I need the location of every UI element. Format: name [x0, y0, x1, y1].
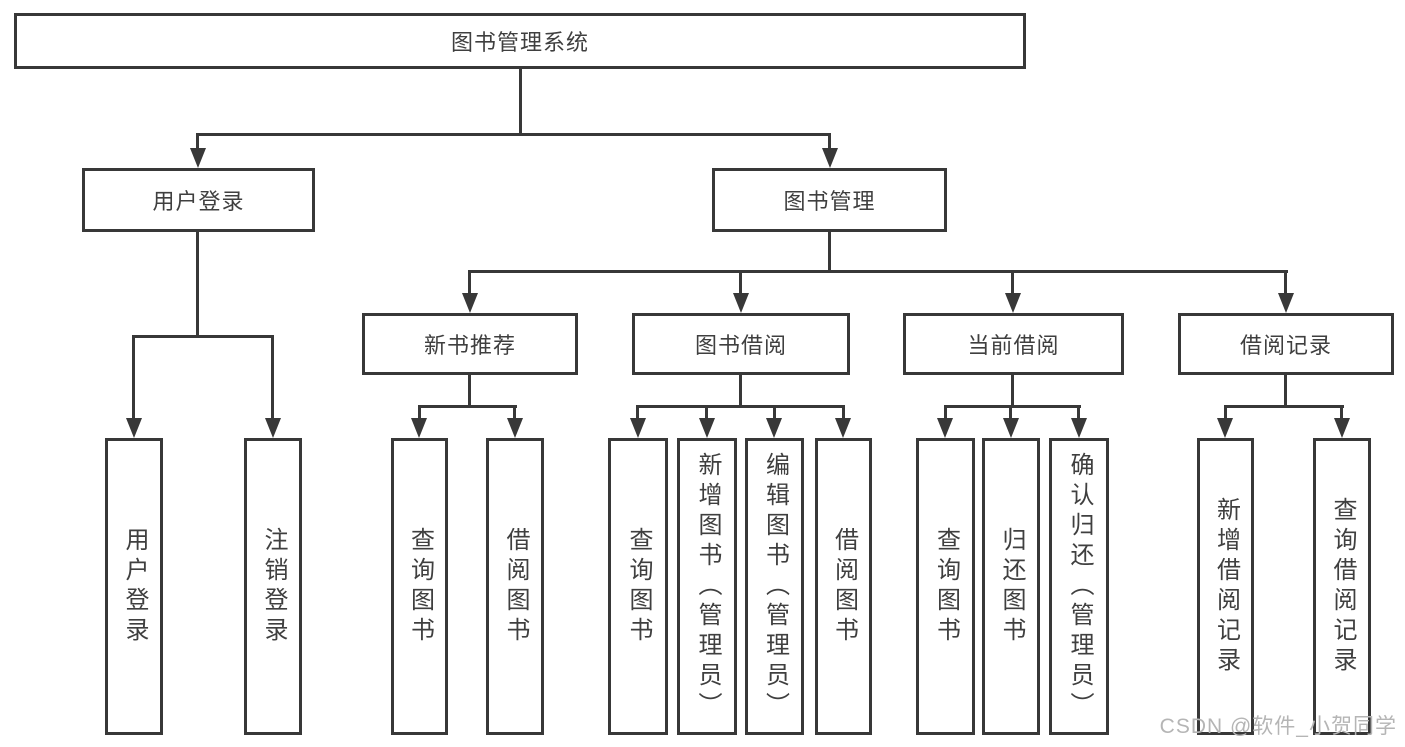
connector-line — [773, 405, 776, 420]
leaf-borrow-query-book: 查询图书 — [608, 438, 668, 735]
leaf-confirm-return-admin-label: 确认归还（管理员） — [1066, 451, 1093, 722]
connector-line — [132, 335, 274, 338]
arrow-down-icon — [1005, 293, 1021, 313]
connector-line — [418, 405, 421, 420]
connector-line — [636, 405, 639, 420]
node-user-login-label: 用户登录 — [152, 189, 245, 214]
connector-line — [739, 375, 742, 405]
arrow-down-icon — [265, 418, 281, 438]
leaf-edit-book-admin-label: 编辑图书（管理员） — [761, 451, 789, 722]
connector-line — [1284, 270, 1287, 295]
connector-line — [418, 405, 517, 408]
node-borrow-record: 借阅记录 — [1178, 313, 1394, 375]
leaf-add-book-admin: 新增图书（管理员） — [677, 438, 737, 735]
connector-line — [739, 270, 742, 295]
connector-line — [1009, 405, 1012, 420]
leaf-recommend-borrow-book-label: 借阅图书 — [502, 526, 529, 647]
connector-line — [828, 232, 831, 270]
connector-line — [468, 270, 1288, 273]
leaf-borrow-book-label: 借阅图书 — [830, 526, 858, 647]
node-book-borrow: 图书借阅 — [632, 313, 850, 375]
connector-line — [468, 270, 471, 295]
arrow-down-icon — [190, 148, 206, 168]
arrow-down-icon — [507, 418, 523, 438]
node-current-borrow-label: 当前借阅 — [967, 333, 1060, 358]
leaf-edit-book-admin: 编辑图书（管理员） — [745, 438, 804, 735]
connector-line — [1284, 375, 1287, 405]
arrow-down-icon — [630, 418, 646, 438]
leaf-recommend-query-book: 查询图书 — [391, 438, 448, 735]
connector-line — [196, 232, 199, 335]
leaf-confirm-return-admin: 确认归还（管理员） — [1049, 438, 1109, 735]
node-new-book-recommend-label: 新书推荐 — [423, 333, 516, 358]
connector-line — [271, 335, 274, 420]
leaf-add-borrow-record: 新增借阅记录 — [1197, 438, 1254, 735]
leaf-logout-label: 注销登录 — [260, 526, 287, 647]
connector-line — [842, 405, 845, 420]
leaf-logout: 注销登录 — [244, 438, 302, 735]
leaf-add-borrow-record-label: 新增借阅记录 — [1212, 496, 1240, 677]
node-book-borrow-label: 图书借阅 — [694, 333, 787, 358]
connector-line — [828, 133, 831, 152]
connector-line — [1011, 375, 1014, 405]
connector-line — [1340, 405, 1343, 420]
arrow-down-icon — [766, 418, 782, 438]
arrow-down-icon — [1217, 418, 1233, 438]
arrow-down-icon — [462, 293, 478, 313]
leaf-user-login: 用户登录 — [105, 438, 163, 735]
leaf-borrow-query-book-label: 查询图书 — [625, 526, 652, 647]
leaf-borrow-book: 借阅图书 — [815, 438, 872, 735]
node-root: 图书管理系统 — [14, 13, 1026, 69]
connector-line — [944, 405, 1081, 408]
arrow-down-icon — [1334, 418, 1350, 438]
connector-line — [519, 69, 522, 133]
connector-line — [132, 335, 135, 420]
connector-line — [944, 405, 947, 420]
arrow-down-icon — [733, 293, 749, 313]
connector-line — [196, 133, 831, 136]
connector-line — [636, 405, 845, 408]
arrow-down-icon — [411, 418, 427, 438]
arrow-down-icon — [126, 418, 142, 438]
connector-line — [705, 405, 708, 420]
leaf-user-login-label: 用户登录 — [121, 526, 148, 647]
connector-line — [1224, 405, 1227, 420]
node-new-book-recommend: 新书推荐 — [362, 313, 578, 375]
connector-line — [1011, 270, 1014, 295]
arrow-down-icon — [1278, 293, 1294, 313]
node-book-management: 图书管理 — [712, 168, 947, 232]
leaf-recommend-query-book-label: 查询图书 — [406, 526, 434, 647]
arrow-down-icon — [1071, 418, 1087, 438]
connector-line — [468, 375, 471, 405]
leaf-return-book-label: 归还图书 — [998, 526, 1025, 647]
leaf-add-book-admin-label: 新增图书（管理员） — [694, 451, 721, 722]
node-user-login: 用户登录 — [82, 168, 315, 232]
arrow-down-icon — [699, 418, 715, 438]
arrow-down-icon — [835, 418, 851, 438]
connector-line — [1224, 405, 1344, 408]
watermark: CSDN @软件_小贺同学 — [1159, 715, 1397, 738]
node-current-borrow: 当前借阅 — [903, 313, 1124, 375]
connector-line — [196, 133, 199, 152]
node-root-label: 图书管理系统 — [450, 30, 589, 55]
node-book-management-label: 图书管理 — [783, 189, 876, 214]
connector-line — [513, 405, 516, 420]
leaf-return-book: 归还图书 — [982, 438, 1040, 735]
leaf-recommend-borrow-book: 借阅图书 — [486, 438, 544, 735]
arrow-down-icon — [937, 418, 953, 438]
leaf-query-borrow-record-label: 查询借阅记录 — [1329, 496, 1356, 677]
leaf-current-query-book: 查询图书 — [916, 438, 975, 735]
arrow-down-icon — [822, 148, 838, 168]
leaf-query-borrow-record: 查询借阅记录 — [1313, 438, 1371, 735]
connector-line — [1077, 405, 1080, 420]
node-borrow-record-label: 借阅记录 — [1239, 333, 1332, 358]
arrow-down-icon — [1003, 418, 1019, 438]
leaf-current-query-book-label: 查询图书 — [932, 526, 960, 647]
